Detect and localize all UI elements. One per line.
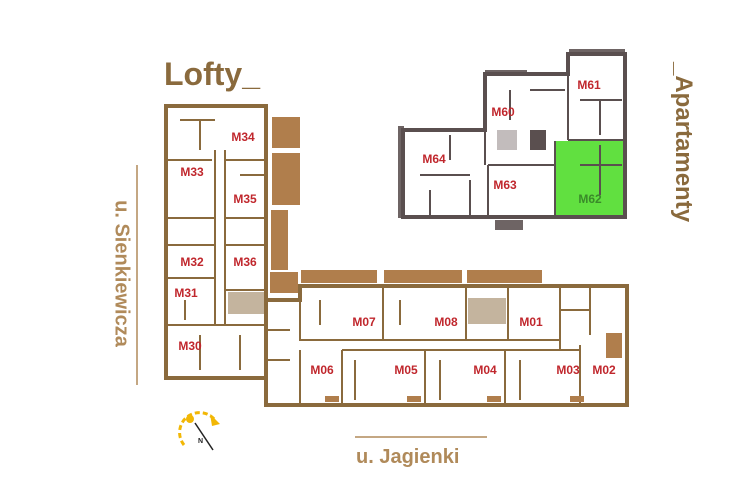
unit-m06[interactable]: M06 <box>268 342 341 404</box>
balcony <box>467 270 542 283</box>
unit-label: M30 <box>178 339 202 353</box>
unit-m61[interactable]: M61 <box>570 56 623 139</box>
unit-m34[interactable]: M34 <box>225 108 265 158</box>
unit-m08[interactable]: M08 <box>385 288 465 338</box>
unit-label: M04 <box>473 363 497 377</box>
unit-label: M31 <box>174 286 198 300</box>
balcony <box>272 153 300 205</box>
main-block <box>264 270 629 407</box>
unit-label: M61 <box>577 78 601 92</box>
unit-label: M64 <box>422 152 446 166</box>
unit-m31[interactable]: M31 <box>168 280 213 324</box>
unit-label: M03 <box>556 363 580 377</box>
unit-m01[interactable]: M01 <box>509 288 559 338</box>
compass-label: N <box>198 438 203 445</box>
unit-label: M60 <box>491 105 515 119</box>
lofty-wing <box>164 104 300 380</box>
unit-label: M36 <box>233 255 257 269</box>
unit-label: M08 <box>434 315 458 329</box>
unit-label: M02 <box>592 363 616 377</box>
stairs-icon <box>228 292 264 314</box>
unit-m62[interactable]: M62 <box>556 142 622 216</box>
unit-m07[interactable]: M07 <box>302 288 382 338</box>
unit-label: M63 <box>493 178 517 192</box>
unit-label: M07 <box>352 315 376 329</box>
unit-label: M34 <box>231 130 255 144</box>
lofty-title: Lofty_ <box>164 56 260 92</box>
elevator-icon <box>530 130 546 150</box>
street-jagienki: u. Jagienki <box>356 446 460 468</box>
balcony <box>384 270 462 283</box>
balcony <box>271 210 288 270</box>
units: M34 M33 M35 M32 M36 M31 M30 M07 M08 M01 … <box>168 56 625 404</box>
unit-m64[interactable]: M64 <box>405 132 485 215</box>
unit-m60[interactable]: M60 <box>487 76 567 128</box>
compass-north-icon: N <box>178 411 220 451</box>
unit-m33[interactable]: M33 <box>168 162 213 217</box>
unit-label: M35 <box>233 192 257 206</box>
unit-m32[interactable]: M32 <box>168 220 213 275</box>
balcony <box>270 272 298 293</box>
unit-m03[interactable]: M03 <box>506 352 580 404</box>
balcony <box>301 270 377 283</box>
unit-label: M05 <box>394 363 418 377</box>
apartments-block <box>398 49 627 230</box>
stairs-icon <box>497 130 517 150</box>
unit-m35[interactable]: M35 <box>227 162 265 217</box>
unit-m30[interactable]: M30 <box>168 327 264 377</box>
unit-label: M33 <box>180 165 204 179</box>
unit-m04[interactable]: M04 <box>426 352 504 404</box>
unit-label: M01 <box>519 315 543 329</box>
unit-m36[interactable]: M36 <box>227 220 265 275</box>
unit-m05[interactable]: M05 <box>343 352 424 404</box>
stairs-icon <box>468 298 506 324</box>
balcony <box>272 117 300 148</box>
unit-highlight-m62 <box>555 141 623 217</box>
balcony <box>606 333 622 358</box>
unit-label: M62 <box>578 192 602 206</box>
unit-label: M32 <box>180 255 204 269</box>
unit-m02[interactable]: M02 <box>581 288 625 404</box>
unit-m63[interactable]: M63 <box>489 167 553 215</box>
unit-label: M06 <box>310 363 334 377</box>
